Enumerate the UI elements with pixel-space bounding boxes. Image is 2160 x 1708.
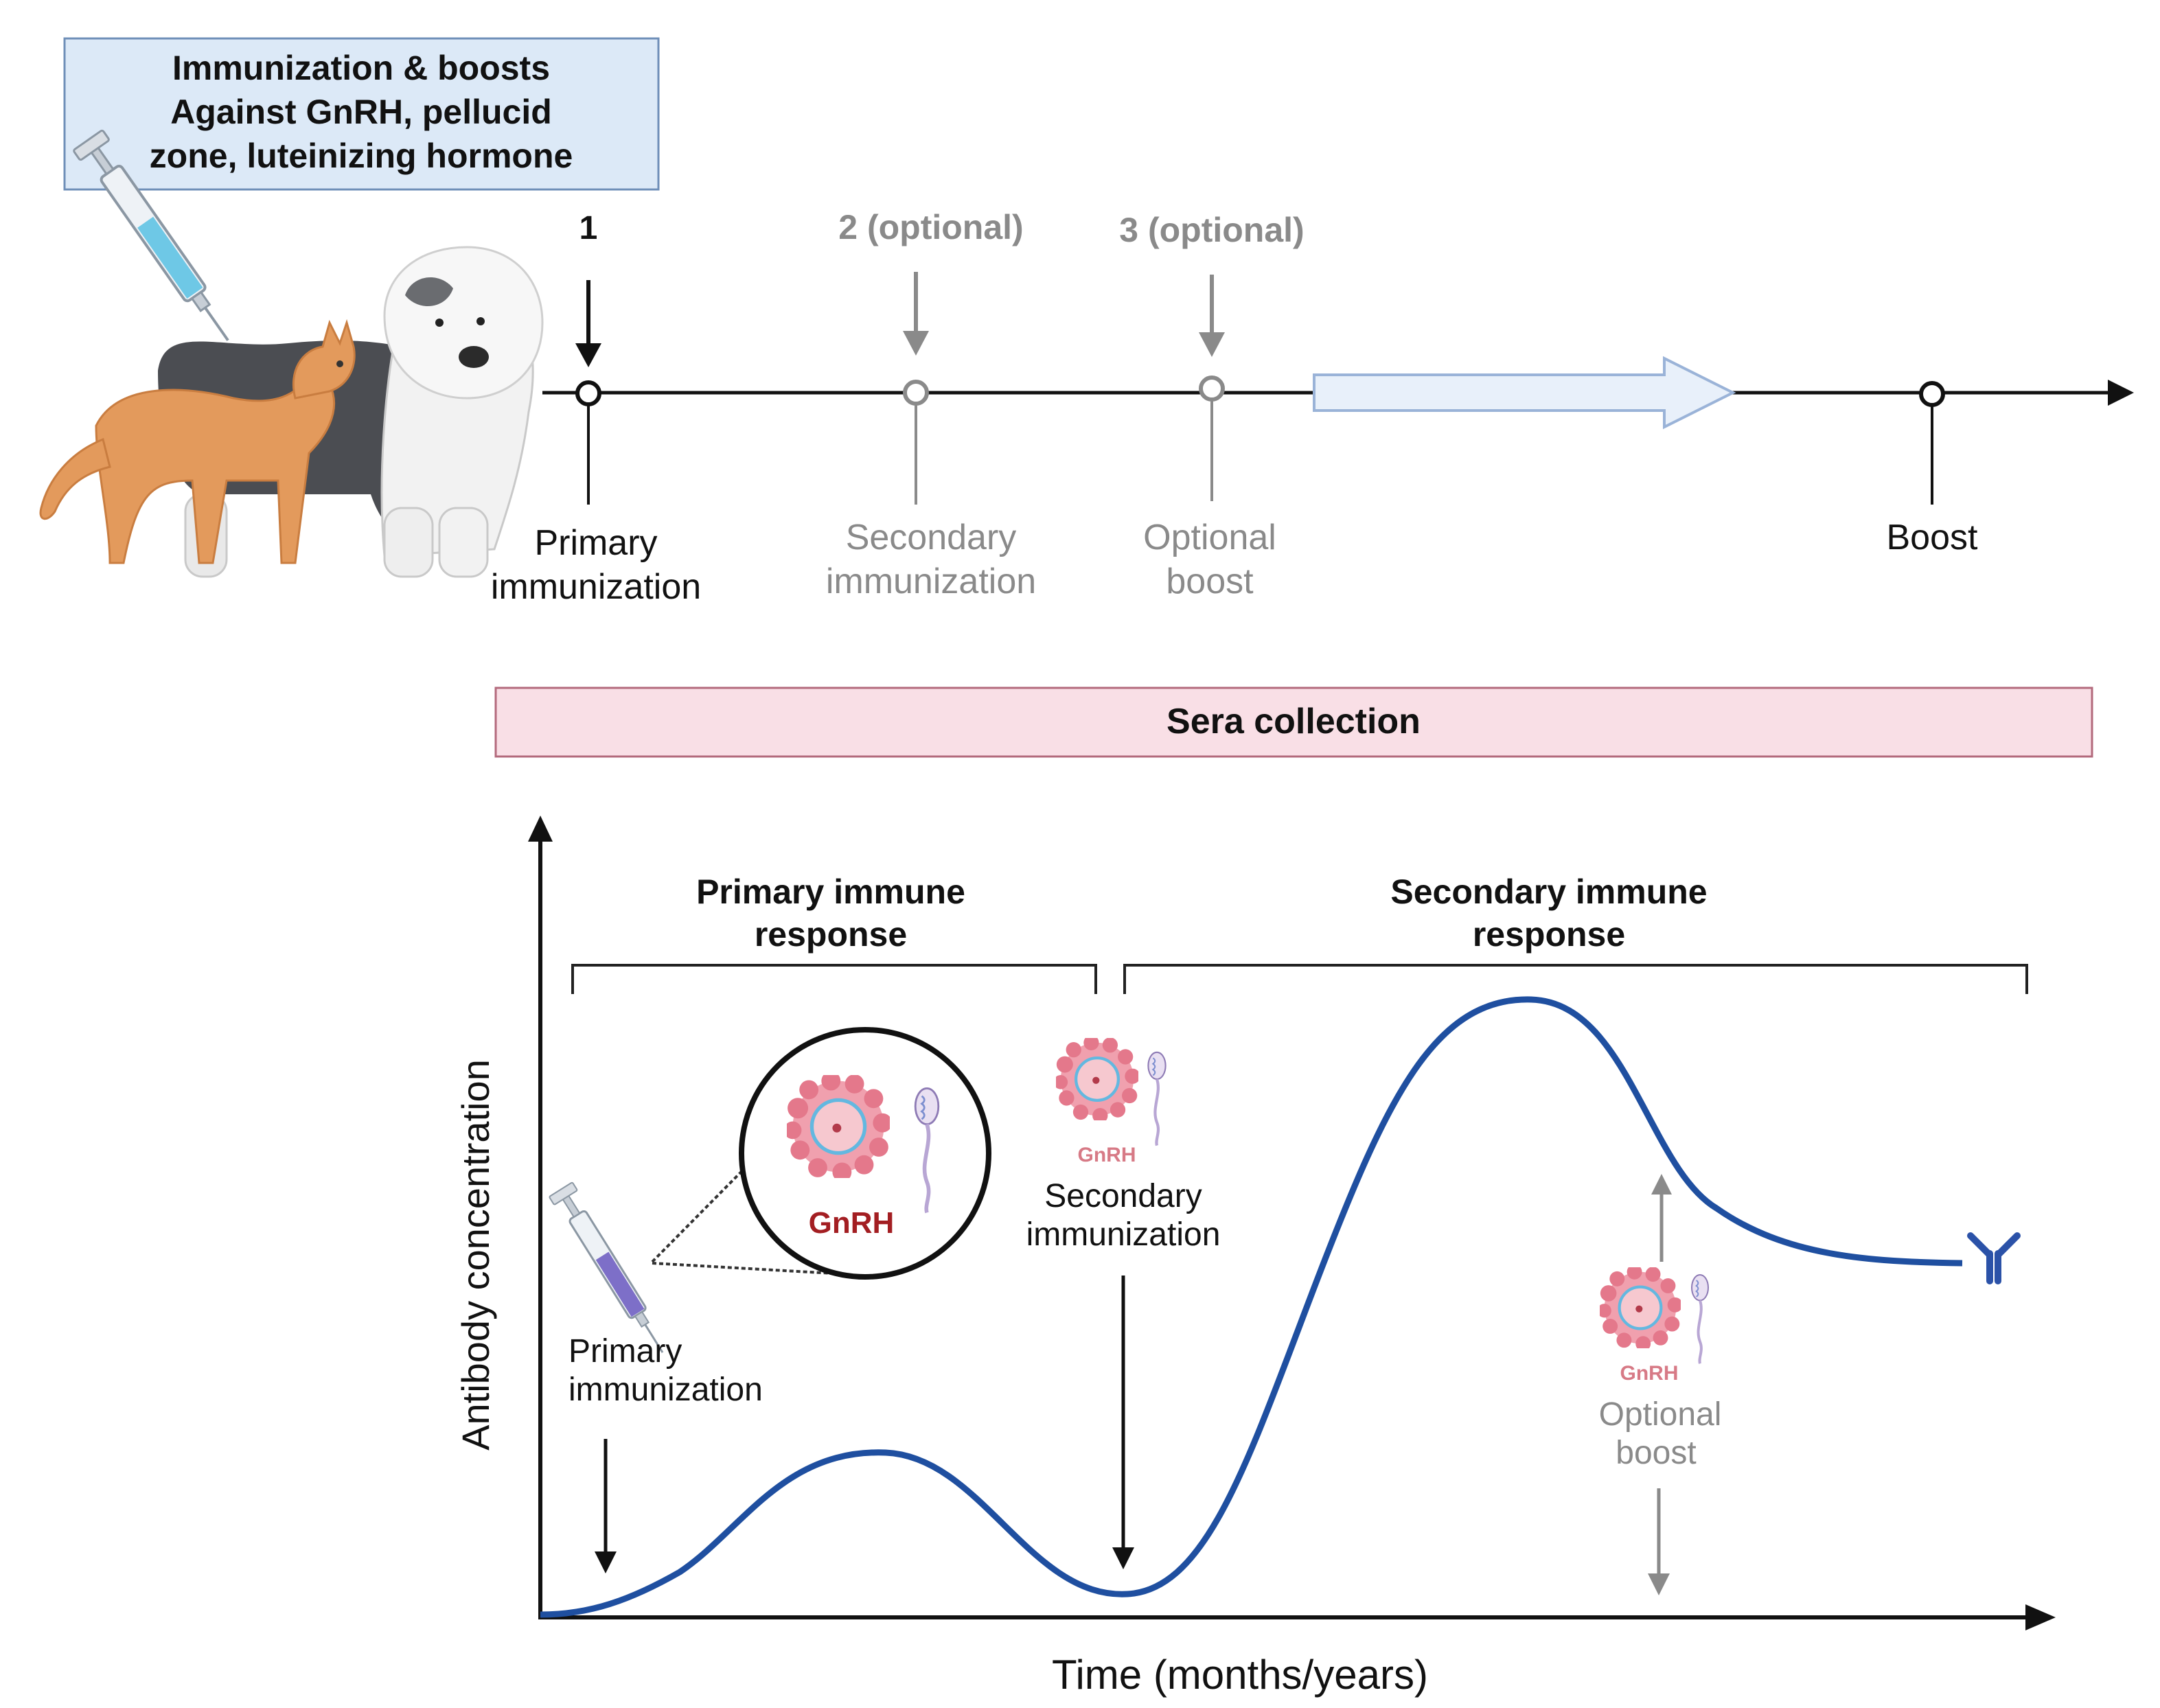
primary-response-label-2: response [755, 915, 907, 954]
sera-collection-label: Sera collection [1167, 702, 1421, 741]
step-3-marker [1199, 376, 1225, 402]
step-2-label: 2 (optional) [838, 208, 1023, 246]
boost-label: Boost [1887, 518, 1979, 557]
graph-optional-boost-label-2: boost [1616, 1435, 1696, 1471]
step-2-marker [903, 380, 929, 406]
secondary-immunization-label-2: immunization [826, 562, 1036, 601]
header-box [63, 37, 660, 191]
optional-boost-down-arrowhead [1648, 1573, 1670, 1595]
x-axis-label: Time (months/years) [1052, 1652, 1428, 1698]
x-axis-arrowhead [2025, 1604, 2056, 1630]
oocyte-icon [1054, 1035, 1140, 1124]
graph-primary-immunization-label-2: immunization [568, 1372, 763, 1408]
step-2-arrowhead [903, 331, 929, 356]
graph-secondary-immunization-label-1: Secondary [1044, 1178, 1202, 1214]
primary-immunization-label-1: Primary [534, 523, 657, 563]
step-3-arrowhead [1199, 332, 1225, 357]
optional-boost-label-2: boost [1166, 562, 1254, 601]
dog-icon [158, 246, 544, 578]
sera-collection-bar [494, 686, 2093, 758]
zoom-line-top [651, 1138, 774, 1263]
gnrh-label-large: GnRH [809, 1206, 895, 1240]
step-1-arrowhead [575, 343, 601, 367]
header-line-2: Against GnRH, pellucid [170, 93, 552, 131]
sperm-icon [1148, 1052, 1165, 1146]
optional-boost-label-1: Optional [1143, 518, 1276, 557]
secondary-immunization-label-1: Secondary [846, 518, 1017, 557]
header-line-3: zone, luteinizing hormone [150, 137, 573, 175]
graph-optional-boost-label-1: Optional [1599, 1396, 1722, 1433]
zoom-line-bottom [652, 1262, 847, 1276]
timeline-arrow-icon [1313, 356, 1736, 430]
gnrh-label-small-2: GnRH [1620, 1362, 1679, 1385]
y-axis-arrowhead [528, 816, 553, 842]
step-3-label: 3 (optional) [1119, 211, 1304, 249]
oocyte-icon [1598, 1265, 1683, 1351]
syringe-icon [549, 1181, 664, 1353]
antibody-icon [1967, 1232, 2021, 1284]
timeline-arrowhead [2108, 380, 2134, 406]
step-1-marker [575, 380, 601, 406]
primary-immunization-arrowhead [595, 1551, 617, 1573]
secondary-response-label-1: Secondary immune [1390, 873, 1707, 911]
primary-immunization-label-2: immunization [491, 567, 701, 607]
secondary-immunization-arrowhead [1112, 1547, 1134, 1569]
syringe-icon [73, 129, 229, 341]
antibody-curve [540, 996, 1963, 1618]
step-1-label: 1 [579, 210, 598, 246]
y-axis-label: Antibody concentration [454, 1059, 497, 1451]
optional-boost-up-arrowhead [1651, 1174, 1672, 1195]
sperm-icon [1692, 1275, 1708, 1363]
secondary-response-label-2: response [1473, 915, 1625, 954]
header-line-1: Immunization & boosts [172, 49, 550, 87]
boost-marker [1919, 381, 1945, 407]
gnrh-label-small-1: GnRH [1078, 1144, 1136, 1166]
graph-primary-immunization-label-1: Primary [568, 1333, 682, 1370]
primary-response-label-1: Primary immune [696, 873, 965, 911]
graph-secondary-immunization-label-2: immunization [1026, 1216, 1221, 1253]
primary-response-bracket [571, 964, 1097, 994]
secondary-response-bracket [1123, 964, 2028, 994]
cat-icon [39, 319, 356, 564]
